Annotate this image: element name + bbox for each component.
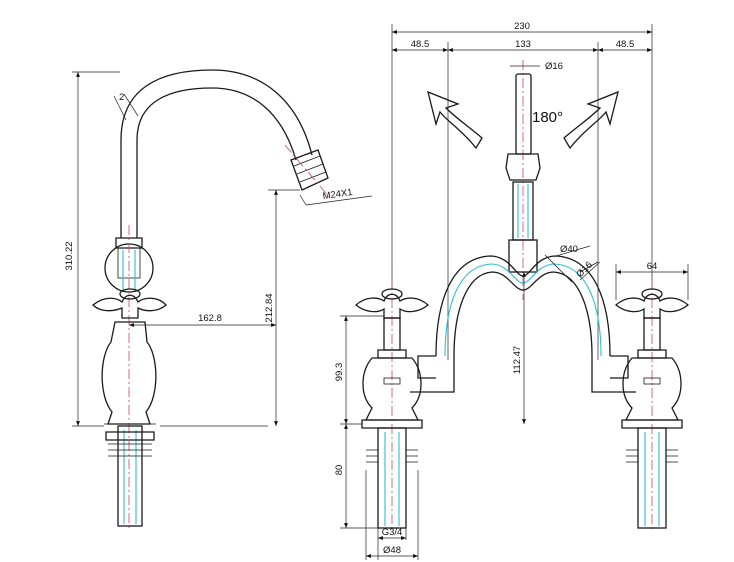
shank-left bbox=[377, 427, 407, 529]
shank-side bbox=[117, 425, 143, 527]
spout-outer bbox=[120, 69, 313, 238]
dim-center-span: 133 bbox=[515, 39, 531, 50]
dim-angle-mark: 2 bbox=[119, 92, 124, 103]
cross-handle-side bbox=[92, 294, 167, 319]
cross-handle-left bbox=[354, 293, 430, 319]
side-view: 310.22 212.84 162.8 M24X1 2 bbox=[64, 69, 373, 530]
spout-front bbox=[515, 73, 532, 155]
rotation-arrow-left bbox=[427, 90, 483, 150]
label-rotation: 180° bbox=[532, 109, 563, 126]
right-valve bbox=[614, 280, 690, 530]
dim-overall-width: 230 bbox=[514, 21, 530, 32]
rotation-arrow-right bbox=[563, 90, 619, 150]
dim-valve-height: 99.3 bbox=[334, 363, 345, 382]
cross-handle-right bbox=[614, 293, 690, 319]
dim-shank-length: 80 bbox=[334, 465, 345, 476]
dim-aerator-thread: M24X1 bbox=[322, 187, 353, 202]
front-view: 230 48.5 133 48.5 Ø16 180° Ø40 Ø16 bbox=[334, 21, 690, 560]
dim-spout-reach: 162.8 bbox=[198, 313, 222, 324]
aerator bbox=[290, 149, 329, 191]
dim-total-height: 310.22 bbox=[64, 241, 75, 270]
dim-bridge-height: 112.47 bbox=[512, 346, 523, 374]
dim-spout-height: 212.84 bbox=[264, 293, 275, 322]
dim-left-offset: 48.5 bbox=[411, 39, 430, 50]
dim-shank-diameter: Ø48 bbox=[383, 545, 401, 556]
spout-inner bbox=[136, 87, 297, 238]
dim-handle-width: 64 bbox=[647, 261, 658, 272]
shank-right bbox=[637, 427, 667, 529]
left-valve bbox=[354, 280, 430, 530]
dim-right-offset: 48.5 bbox=[616, 39, 635, 50]
dim-inlet-thread: G3/4 bbox=[382, 527, 403, 538]
dim-bridge-tube-dia: Ø40 bbox=[560, 244, 578, 255]
dim-spout-diameter: Ø16 bbox=[545, 61, 563, 72]
